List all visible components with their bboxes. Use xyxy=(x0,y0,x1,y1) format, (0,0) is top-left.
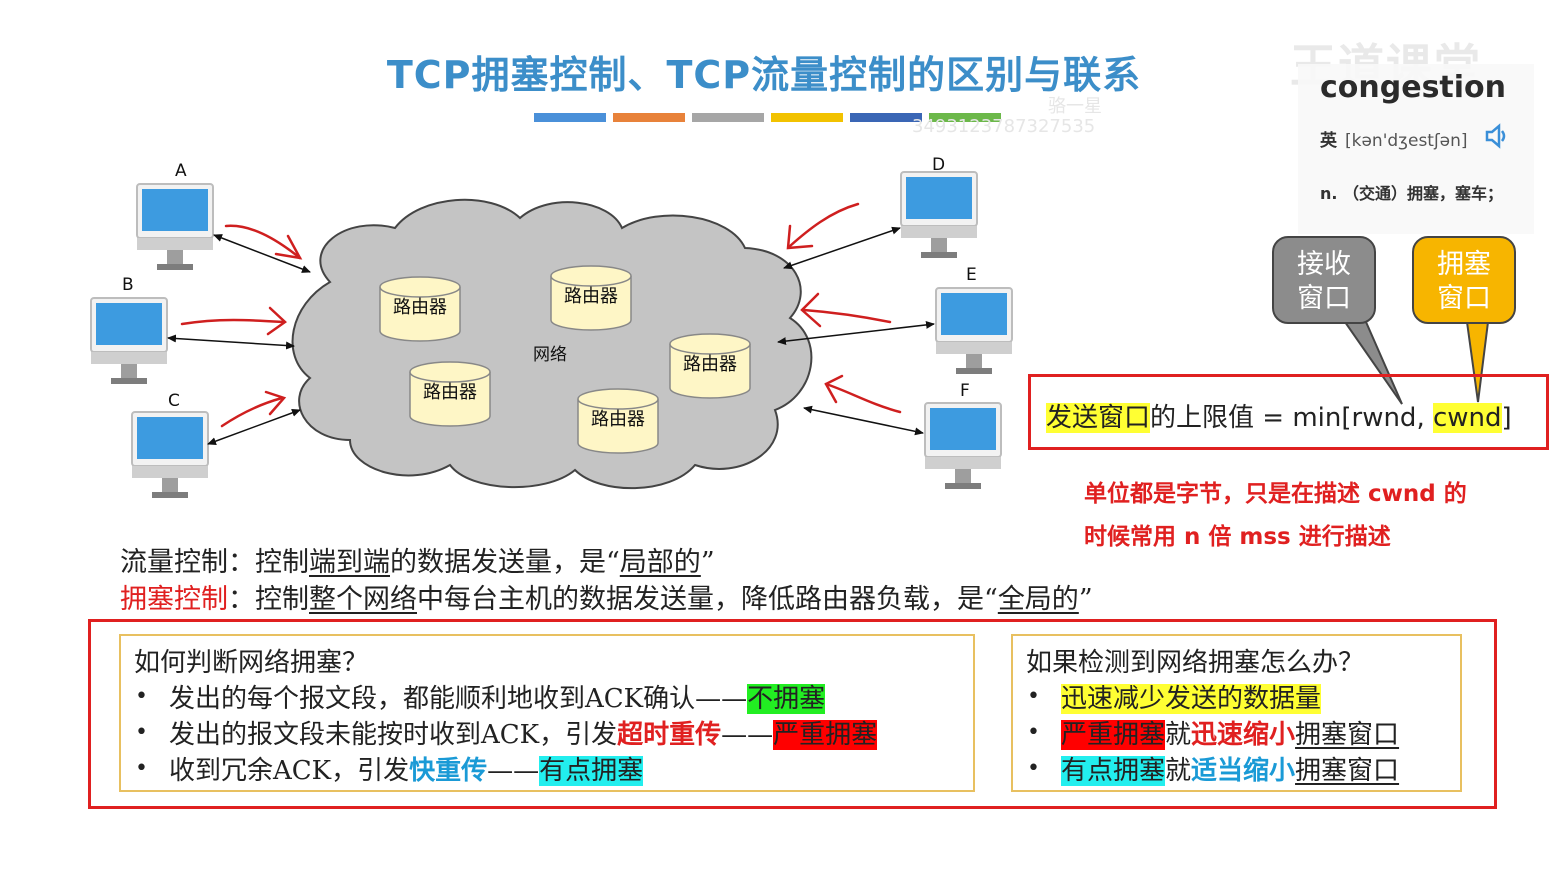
color-bar xyxy=(613,113,685,122)
router-label: 路由器 xyxy=(591,409,645,430)
judge-item-2: 发出的报文段未能按时收到ACK，引发超时重传——严重拥塞 xyxy=(169,720,878,750)
handle-congestion-box: 如果检测到网络拥塞怎么办？ • 迅速减少发送的数据量 • 严重拥塞就迅速缩小拥塞… xyxy=(1011,634,1462,792)
action-item-1: 迅速减少发送的数据量 xyxy=(1061,684,1322,714)
host-label-a: A xyxy=(175,161,187,181)
action-heading: 如果检测到网络拥塞怎么办？ xyxy=(1026,648,1365,678)
flow-control-definition: 流量控制：控制端到端的数据发送量，是“局部的” xyxy=(120,547,715,578)
receive-window-label: 接收 窗口 xyxy=(1297,249,1351,314)
action-item-3: 有点拥塞就适当缩小拥塞窗口 xyxy=(1061,756,1400,786)
formula: 发送窗口的上限值 = min[rwnd, cwnd] xyxy=(1046,403,1512,433)
color-bar xyxy=(534,113,606,122)
judge-item-1: 发出的每个报文段，都能顺利地收到ACK确认——不拥塞 xyxy=(169,684,826,714)
congestion-window-label: 拥塞 窗口 xyxy=(1437,249,1491,314)
judge-congestion-box: 如何判断网络拥塞？ • 发出的每个报文段，都能顺利地收到ACK确认——不拥塞 •… xyxy=(119,634,975,792)
formula-box xyxy=(1028,374,1549,450)
host-label-c: C xyxy=(168,391,180,411)
bullet: • xyxy=(1027,756,1040,781)
dictionary-popup: congestion 英[kən'dʒestʃən] n. （交通）拥塞，塞车； xyxy=(1298,64,1534,234)
color-bar xyxy=(929,113,1001,122)
router-label: 路由器 xyxy=(423,382,477,403)
action-item-2: 严重拥塞就迅速缩小拥塞窗口 xyxy=(1061,720,1400,750)
color-bars xyxy=(534,113,1001,122)
host-label-d: D xyxy=(932,155,945,175)
judge-heading: 如何判断网络拥塞？ xyxy=(134,648,369,678)
dictionary-definition: n. （交通）拥塞，塞车； xyxy=(1320,184,1504,203)
congestion-summary-box xyxy=(88,619,1497,809)
bullet: • xyxy=(135,756,148,781)
watermark-id: 3493123787327535 xyxy=(912,116,1096,137)
color-bar xyxy=(771,113,843,122)
router-label: 路由器 xyxy=(683,354,737,375)
host-f xyxy=(924,402,1002,490)
dictionary-word: congestion xyxy=(1320,70,1507,105)
speaker-icon[interactable] xyxy=(1484,122,1508,154)
host-b xyxy=(90,297,168,385)
host-d xyxy=(900,171,978,259)
host-c xyxy=(131,411,209,499)
host-e xyxy=(935,287,1013,375)
dictionary-phonetic: 英[kən'dʒestʃən] xyxy=(1320,131,1468,151)
receive-window-bubble: 接收 窗口 xyxy=(1272,236,1376,324)
bullet: • xyxy=(1027,684,1040,709)
host-label-f: F xyxy=(960,381,970,401)
router-label: 路由器 xyxy=(393,297,447,318)
watermark-user: 骆一星 xyxy=(1048,96,1102,117)
bullet: • xyxy=(1027,720,1040,745)
host-label-b: B xyxy=(122,275,134,295)
unit-note-line1: 单位都是字节，只是在描述 cwnd 的 xyxy=(1084,481,1467,507)
router-label: 路由器 xyxy=(564,286,618,307)
congestion-window-bubble: 拥塞 窗口 xyxy=(1412,236,1516,324)
color-bar xyxy=(692,113,764,122)
bullet: • xyxy=(135,720,148,745)
page-title: TCP拥塞控制、TCP流量控制的区别与联系 xyxy=(386,53,1142,97)
congestion-control-definition: 拥塞控制：控制整个网络中每台主机的数据发送量，降低路由器负载，是“全局的” xyxy=(120,584,1093,615)
judge-item-3: 收到冗余ACK，引发快重传——有点拥塞 xyxy=(169,756,644,786)
bullet: • xyxy=(135,684,148,709)
cloud-label: 网络 xyxy=(533,345,567,365)
host-a xyxy=(136,183,214,271)
unit-note-line2: 时候常用 n 倍 mss 进行描述 xyxy=(1084,524,1391,550)
host-label-e: E xyxy=(966,265,977,285)
color-bar xyxy=(850,113,922,122)
